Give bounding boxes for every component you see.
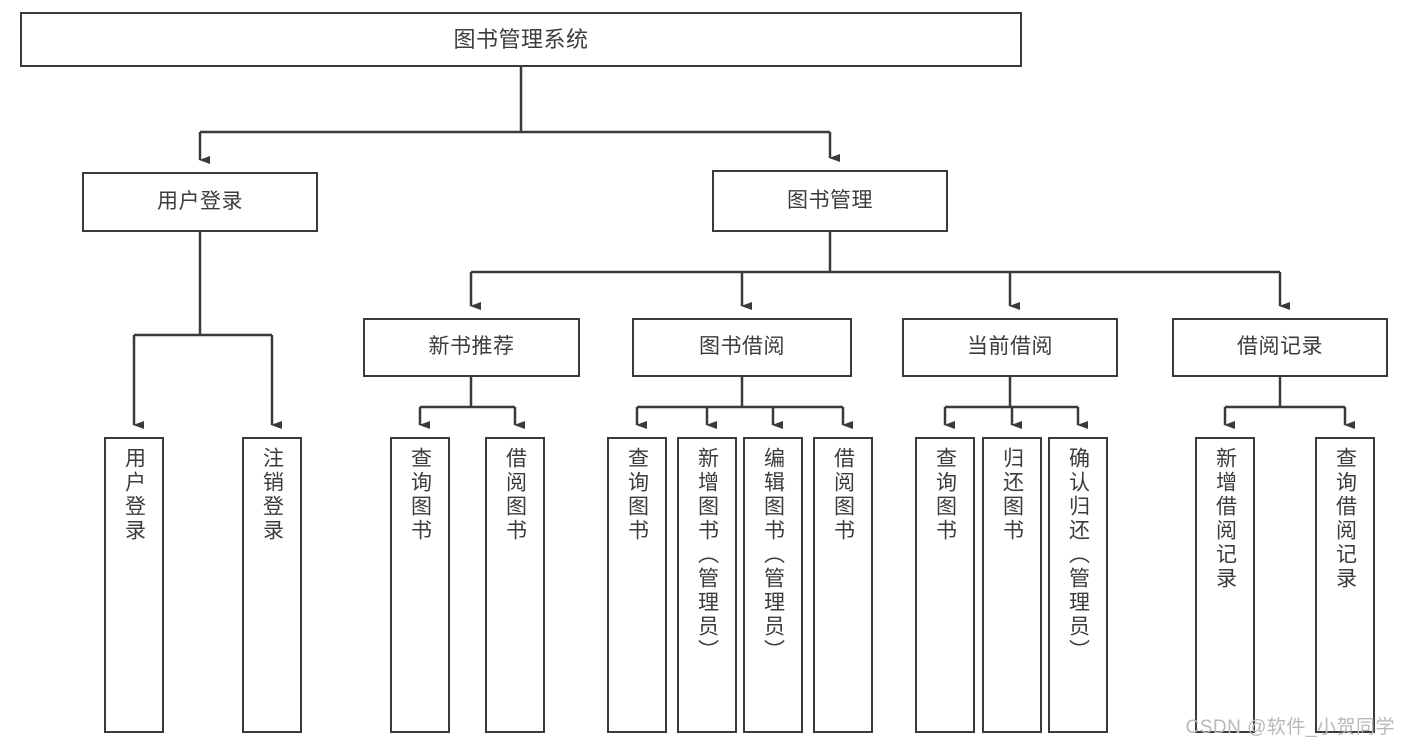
node-leaf-query-book-nb[interactable]: 查询图书 [390,437,450,733]
node-leaf-query-book-cb-label: 查询图书 [933,447,957,543]
node-user-login-label: 用户登录 [157,189,243,213]
node-user-login[interactable]: 用户登录 [82,172,318,232]
node-leaf-borrow-book-nb-label: 借阅图书 [503,447,527,543]
node-book-management[interactable]: 图书管理 [712,170,948,232]
node-new-book-recommend[interactable]: 新书推荐 [363,318,580,377]
node-root-label: 图书管理系统 [453,26,589,52]
node-leaf-confirm-return-admin-label: 确认归还（管理员） [1066,447,1090,663]
node-book-borrow-label: 图书借阅 [699,335,785,359]
node-borrow-record[interactable]: 借阅记录 [1172,318,1388,377]
node-leaf-add-book-admin-label: 新增图书（管理员） [695,447,719,663]
node-leaf-user-login[interactable]: 用户登录 [104,437,164,733]
node-leaf-add-borrow-record-label: 新增借阅记录 [1213,447,1237,591]
node-new-book-recommend-label: 新书推荐 [428,335,515,359]
node-root[interactable]: 图书管理系统 [20,12,1022,67]
node-leaf-return-book[interactable]: 归还图书 [982,437,1042,733]
node-leaf-query-book-cb[interactable]: 查询图书 [915,437,975,733]
node-leaf-add-book-admin[interactable]: 新增图书（管理员） [677,437,737,733]
node-leaf-query-borrow-record[interactable]: 查询借阅记录 [1315,437,1375,733]
node-leaf-borrow-book-bb[interactable]: 借阅图书 [813,437,873,733]
node-leaf-confirm-return-admin[interactable]: 确认归还（管理员） [1048,437,1108,733]
node-leaf-add-borrow-record[interactable]: 新增借阅记录 [1195,437,1255,733]
watermark-text: CSDN @软件_小贺同学 [1185,717,1395,738]
node-leaf-user-login-label: 用户登录 [122,447,146,543]
node-current-borrow[interactable]: 当前借阅 [902,318,1118,377]
node-current-borrow-label: 当前借阅 [967,335,1053,359]
node-leaf-query-book-bb[interactable]: 查询图书 [607,437,667,733]
node-book-borrow[interactable]: 图书借阅 [632,318,852,377]
node-leaf-query-book-bb-label: 查询图书 [625,447,649,543]
node-leaf-logout-label: 注销登录 [260,447,284,543]
node-book-management-label: 图书管理 [787,188,873,212]
node-leaf-edit-book-admin-label: 编辑图书（管理员） [761,447,785,663]
node-leaf-return-book-label: 归还图书 [1000,447,1024,543]
node-leaf-logout[interactable]: 注销登录 [242,437,302,733]
node-leaf-edit-book-admin[interactable]: 编辑图书（管理员） [743,437,803,733]
node-borrow-record-label: 借阅记录 [1237,335,1323,359]
node-leaf-borrow-book-bb-label: 借阅图书 [831,447,855,543]
node-leaf-query-borrow-record-label: 查询借阅记录 [1333,447,1357,591]
node-leaf-query-book-nb-label: 查询图书 [408,447,432,543]
node-leaf-borrow-book-nb[interactable]: 借阅图书 [485,437,545,733]
